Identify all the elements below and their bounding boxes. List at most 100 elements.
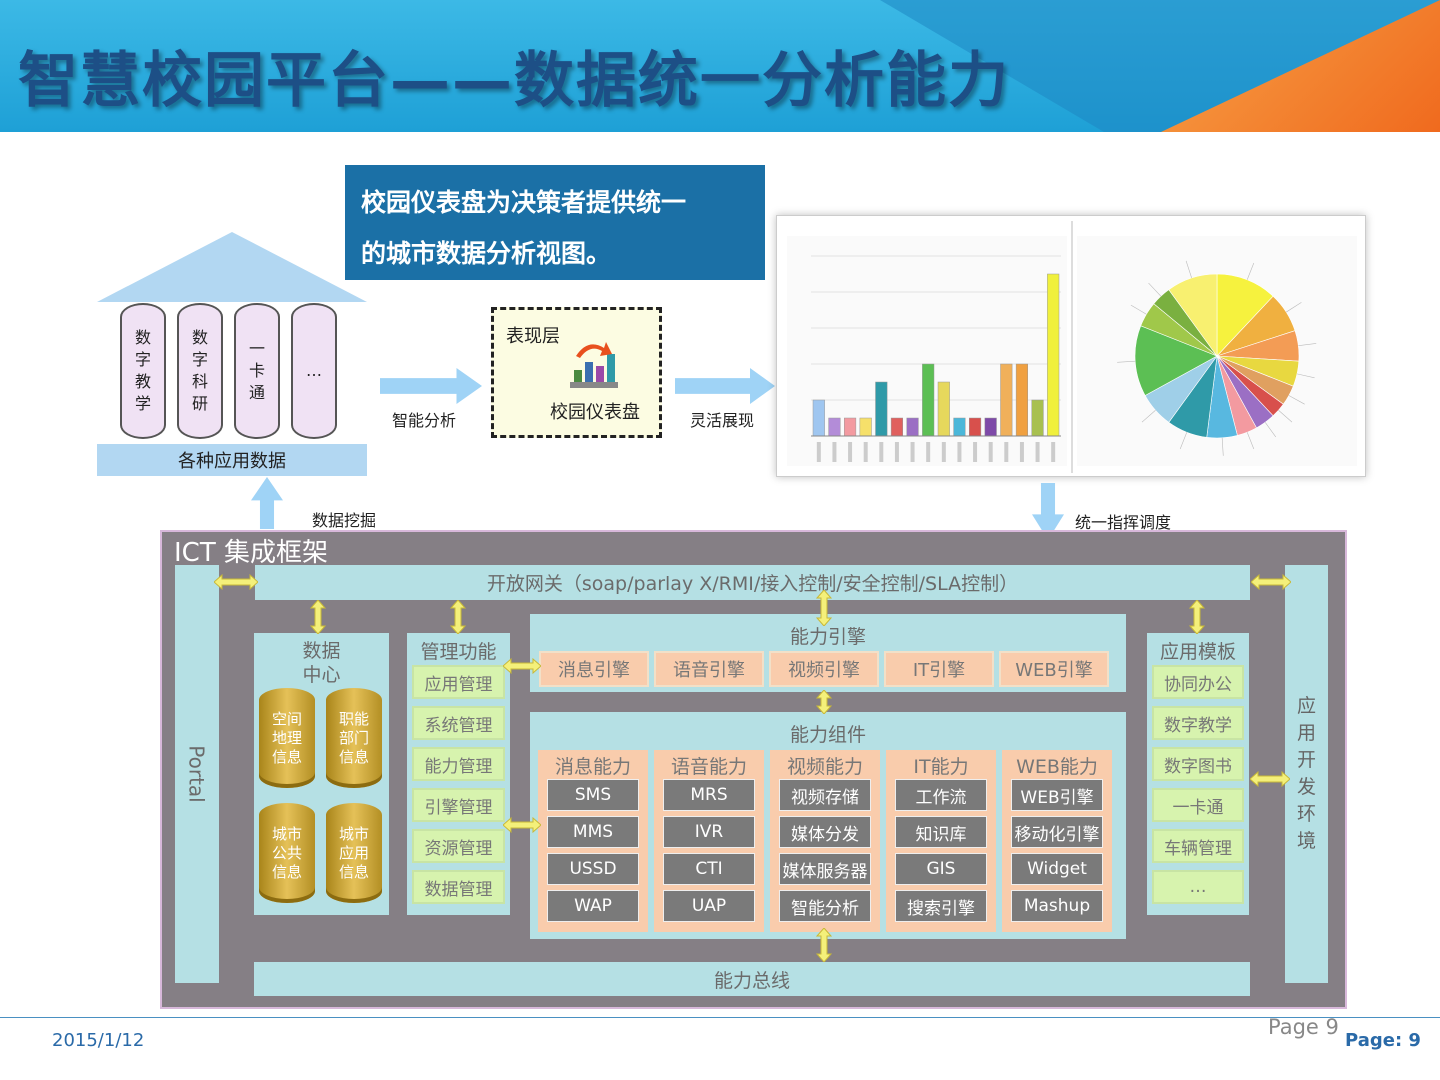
pie-leader-line	[1278, 410, 1293, 423]
chart-divider	[1071, 221, 1073, 473]
bar-x-tick	[894, 442, 899, 462]
pie-leader-line	[1296, 373, 1315, 379]
footer-page-number: Page: 9	[1345, 1030, 1421, 1051]
ict-framework-title: ICT 集成框架	[174, 538, 328, 568]
management-item: 系统管理	[412, 706, 505, 740]
bar	[844, 417, 857, 437]
dashboard-label: 校园仪表盘	[550, 402, 640, 423]
chart-panel	[776, 215, 1366, 477]
capability-bus: 能力总线	[254, 962, 1250, 996]
component-item: IVR	[663, 816, 755, 848]
bar	[1015, 363, 1028, 437]
bar-x-tick	[988, 442, 993, 462]
bar	[984, 417, 997, 437]
bar-x-tick	[957, 442, 962, 462]
component-item: 媒体分发	[779, 816, 871, 848]
component-item: Mashup	[1011, 890, 1103, 922]
management-item: 应用管理	[412, 665, 505, 699]
bar	[953, 417, 966, 437]
db-application: 城市应用信息	[326, 803, 382, 903]
data-mining-label: 数据挖掘	[312, 511, 377, 530]
template-item: 协同办公	[1152, 665, 1244, 699]
portal-label: Portal	[185, 745, 209, 803]
smart-analysis-arrow	[380, 368, 482, 404]
bar-x-tick	[1019, 442, 1024, 462]
dev-env-bar: 应用开发环境	[1285, 565, 1328, 983]
double-arrow	[310, 600, 326, 634]
component-column-title: WEB能力	[1016, 756, 1098, 778]
engine-item: 语音引擎	[654, 651, 764, 687]
component-item: GIS	[895, 853, 987, 885]
bar	[828, 417, 841, 437]
presentation-layer-box: 表现层 校园仪表盘	[491, 307, 662, 438]
pie-leader-line	[1246, 262, 1255, 280]
bar	[1000, 363, 1013, 437]
footer-page-label: Page 9	[1268, 1015, 1339, 1039]
double-arrow	[816, 690, 832, 714]
double-arrow	[503, 817, 541, 833]
management-item: 引擎管理	[412, 788, 505, 822]
component-item: CTI	[663, 853, 755, 885]
double-arrow	[1189, 600, 1205, 634]
double-arrow	[450, 600, 466, 634]
bar-x-tick	[1051, 442, 1056, 462]
engine-item: WEB引擎	[999, 651, 1109, 687]
data-mining-arrow	[251, 477, 283, 529]
component-item: WAP	[547, 890, 639, 922]
bar-x-tick	[910, 442, 915, 462]
footer-line	[0, 1017, 1440, 1018]
pie-leader-line	[1286, 302, 1302, 313]
pie-leader-line	[1141, 410, 1156, 423]
component-item: 移动化引擎	[1011, 816, 1103, 848]
pie-leader-line	[1179, 432, 1188, 450]
bar	[1047, 273, 1060, 437]
cylinder-digital-teaching: 数字教学	[120, 303, 166, 439]
component-item: 智能分析	[779, 890, 871, 922]
bar-x-tick	[973, 442, 978, 462]
pie-leader-line	[1221, 437, 1224, 456]
double-arrow	[503, 658, 541, 674]
component-column-title: 视频能力	[786, 756, 863, 778]
pie-slice	[1216, 273, 1274, 357]
db-departments: 职能部门信息	[326, 688, 382, 788]
pie-leader-line	[1298, 343, 1317, 347]
pie-leader-line	[1117, 360, 1136, 363]
double-arrow	[1250, 771, 1290, 787]
component-column-title: 消息能力	[554, 756, 631, 778]
flexible-display-arrow	[675, 368, 775, 404]
smart-analysis-label: 智能分析	[392, 411, 457, 430]
double-arrow	[1251, 574, 1291, 590]
bar-x-tick	[816, 442, 821, 462]
component-item: 工作流	[895, 779, 987, 811]
double-arrow	[816, 590, 832, 626]
cylinder-digital-research: 数字科研	[177, 303, 223, 439]
component-item: 搜索引擎	[895, 890, 987, 922]
dev-env-label: 应用开发环境	[1296, 695, 1316, 852]
bar	[922, 363, 935, 437]
management-panel: 管理功能 应用管理系统管理能力管理引擎管理资源管理数据管理	[407, 633, 510, 915]
bar	[812, 399, 825, 437]
bar	[890, 417, 903, 437]
bar-x-tick	[1004, 442, 1009, 462]
engine-item: 消息引擎	[539, 651, 649, 687]
pie-leader-line	[1148, 282, 1162, 297]
bar-x-tick	[879, 442, 884, 462]
portal-bar: Portal	[175, 565, 219, 983]
bar	[937, 381, 950, 437]
db-public: 城市公共信息	[259, 803, 315, 903]
footer-date: 2015/1/12	[52, 1030, 145, 1051]
component-column: 视频能力视频存储媒体分发媒体服务器智能分析	[770, 750, 880, 932]
dashboard-chart-icon	[570, 342, 618, 388]
bar	[875, 381, 888, 437]
component-item: Widget	[1011, 853, 1103, 885]
callout-line-2: 的城市数据分析视图。	[361, 239, 612, 268]
template-item: 车辆管理	[1152, 829, 1244, 863]
bar	[906, 417, 919, 437]
pie-leader-line	[1185, 260, 1192, 279]
component-item: 媒体服务器	[779, 853, 871, 885]
component-item: 视频存储	[779, 779, 871, 811]
